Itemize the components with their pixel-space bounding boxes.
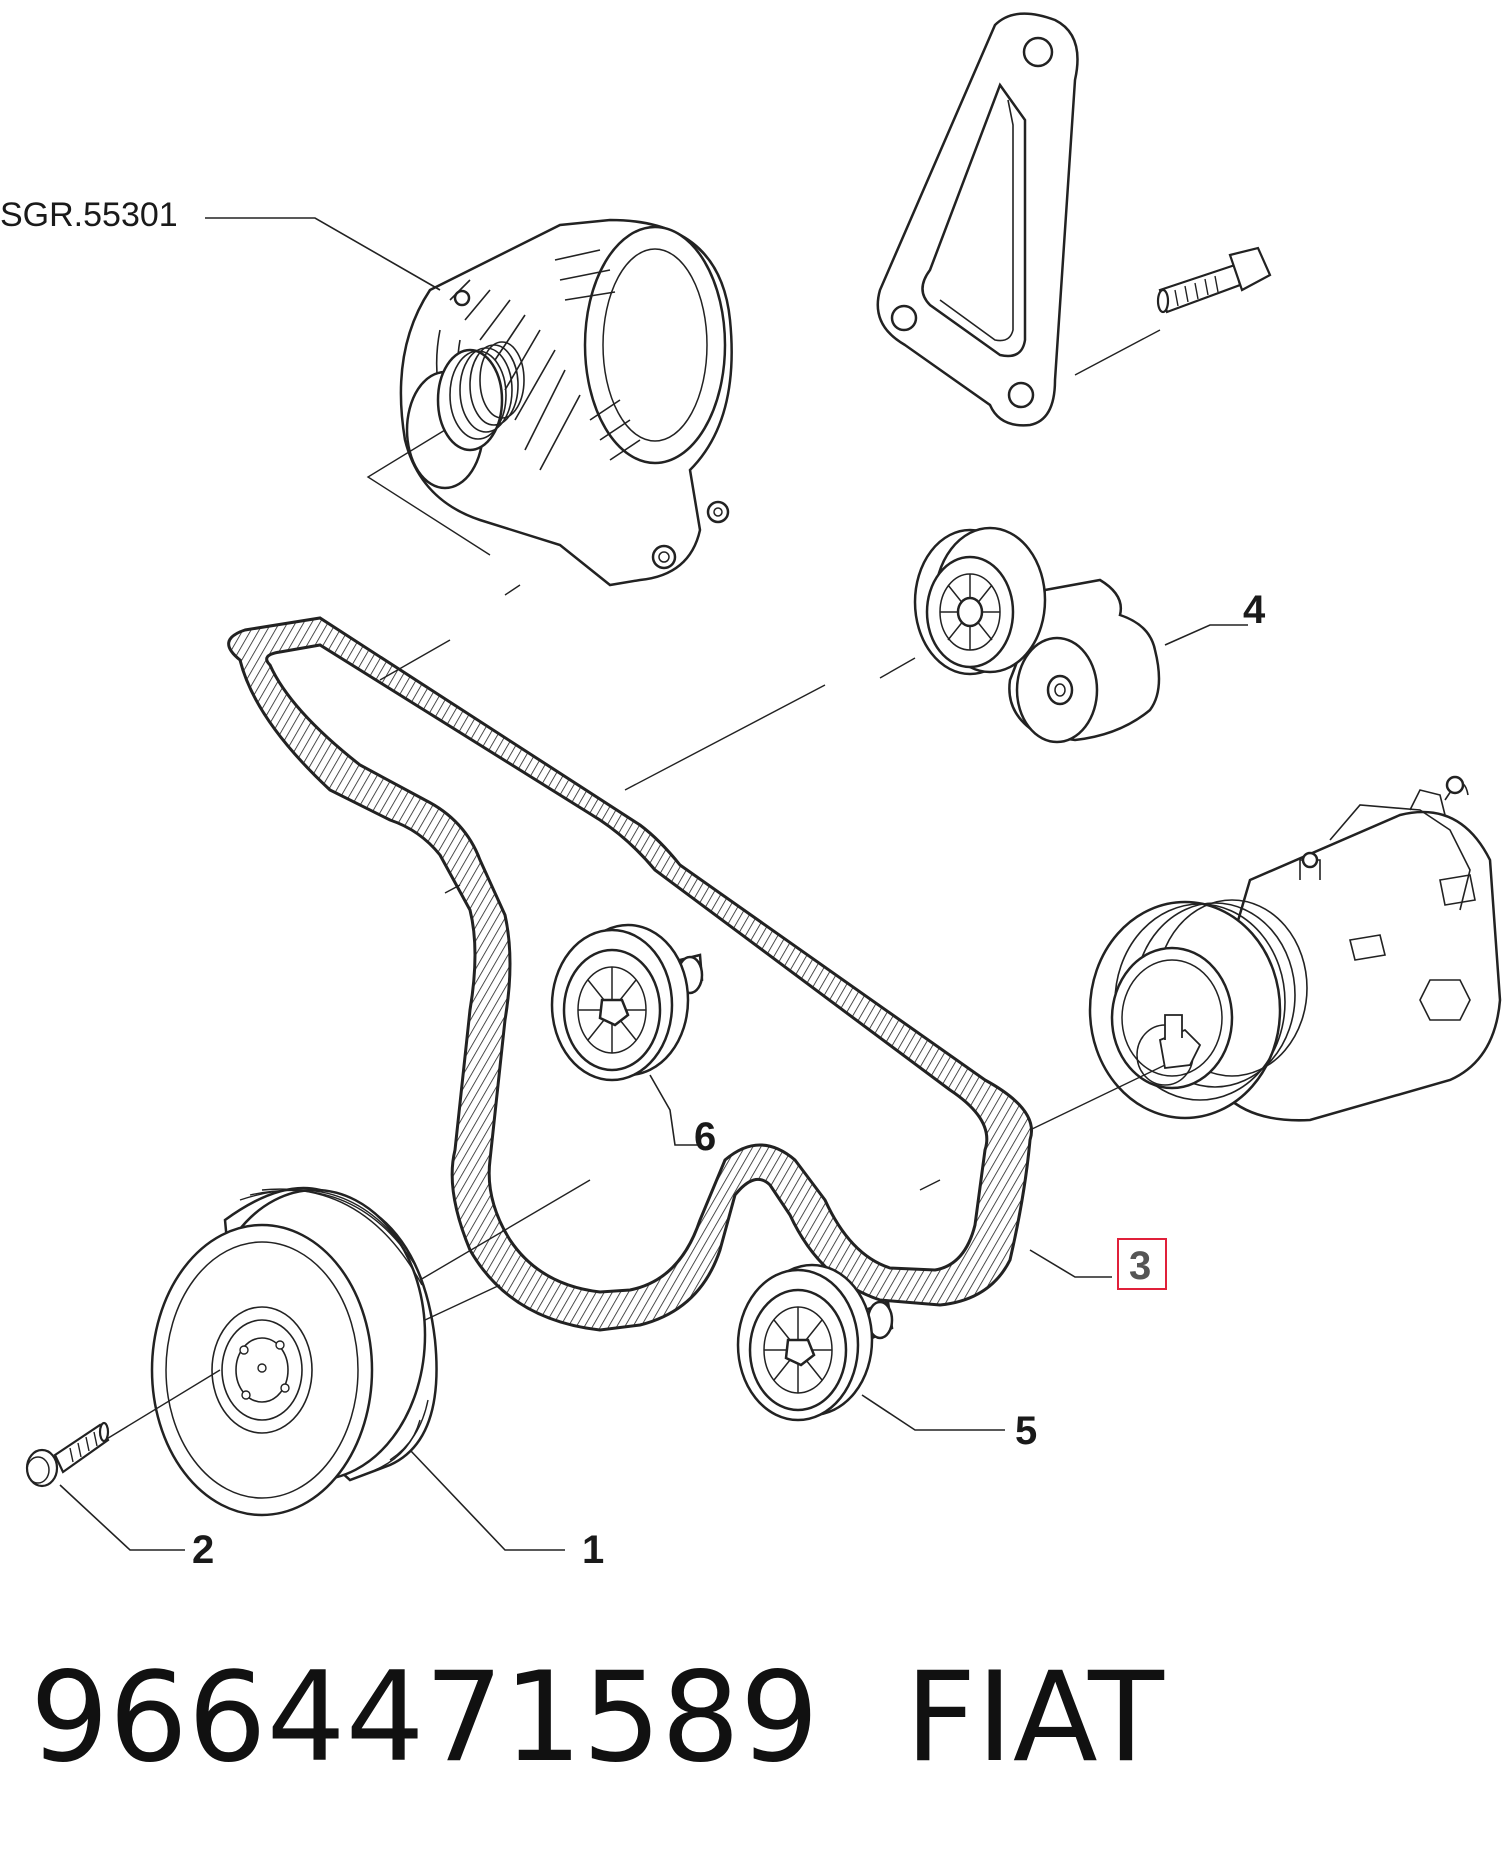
alternator-axis-line: [366, 429, 521, 596]
callout-4: 4: [1243, 588, 1266, 632]
crankshaft-pulley-ribs: [239, 1188, 429, 1471]
tensioner-assembly[interactable]: [913, 526, 1161, 744]
tensioner-axis-line: [879, 657, 916, 679]
alternator-pulley-grooves-icon: [449, 341, 525, 440]
callout-4-leader: [1164, 624, 1248, 646]
callout-6-leader: [649, 1074, 700, 1146]
crankshaft-bolt-holes-icon: [239, 1340, 290, 1400]
belt-routing-lines: [379, 639, 941, 1281]
crankshaft-axis-line: [104, 1369, 221, 1441]
callout-3-leader: [1029, 1249, 1112, 1278]
callout-2-leader: [59, 1484, 185, 1551]
callout-1: 1: [582, 1528, 604, 1572]
part-number: 9664471589: [30, 1646, 819, 1790]
callout-5-leader: [861, 1394, 1005, 1431]
idler-pulley-lower[interactable]: [736, 1263, 894, 1422]
idler-pulley-upper[interactable]: [550, 923, 704, 1082]
callout-3-highlight-box: [1117, 1238, 1167, 1290]
compressor-axis-line: [1029, 1064, 1166, 1131]
mounting-bracket[interactable]: [876, 12, 1079, 427]
callout-1-leader: [409, 1449, 565, 1551]
crankshaft-pulley[interactable]: [150, 1186, 438, 1517]
callout-5: 5: [1015, 1409, 1037, 1453]
brand-name: FIAT: [905, 1646, 1165, 1790]
crankshaft-belt-axis-line: [424, 1284, 501, 1321]
pulley-bolt[interactable]: [25, 1421, 110, 1488]
callout-2: 2: [192, 1528, 214, 1572]
ac-compressor[interactable]: [1088, 775, 1502, 1122]
callout-6: 6: [694, 1115, 716, 1159]
bracket-bolt[interactable]: [1156, 246, 1272, 314]
callout-3: 3: [1129, 1244, 1151, 1288]
group-reference-label: SGR.55301: [0, 196, 178, 234]
bracket-bolt-axis-line: [1074, 329, 1161, 376]
group-reference-leader: [205, 217, 441, 291]
